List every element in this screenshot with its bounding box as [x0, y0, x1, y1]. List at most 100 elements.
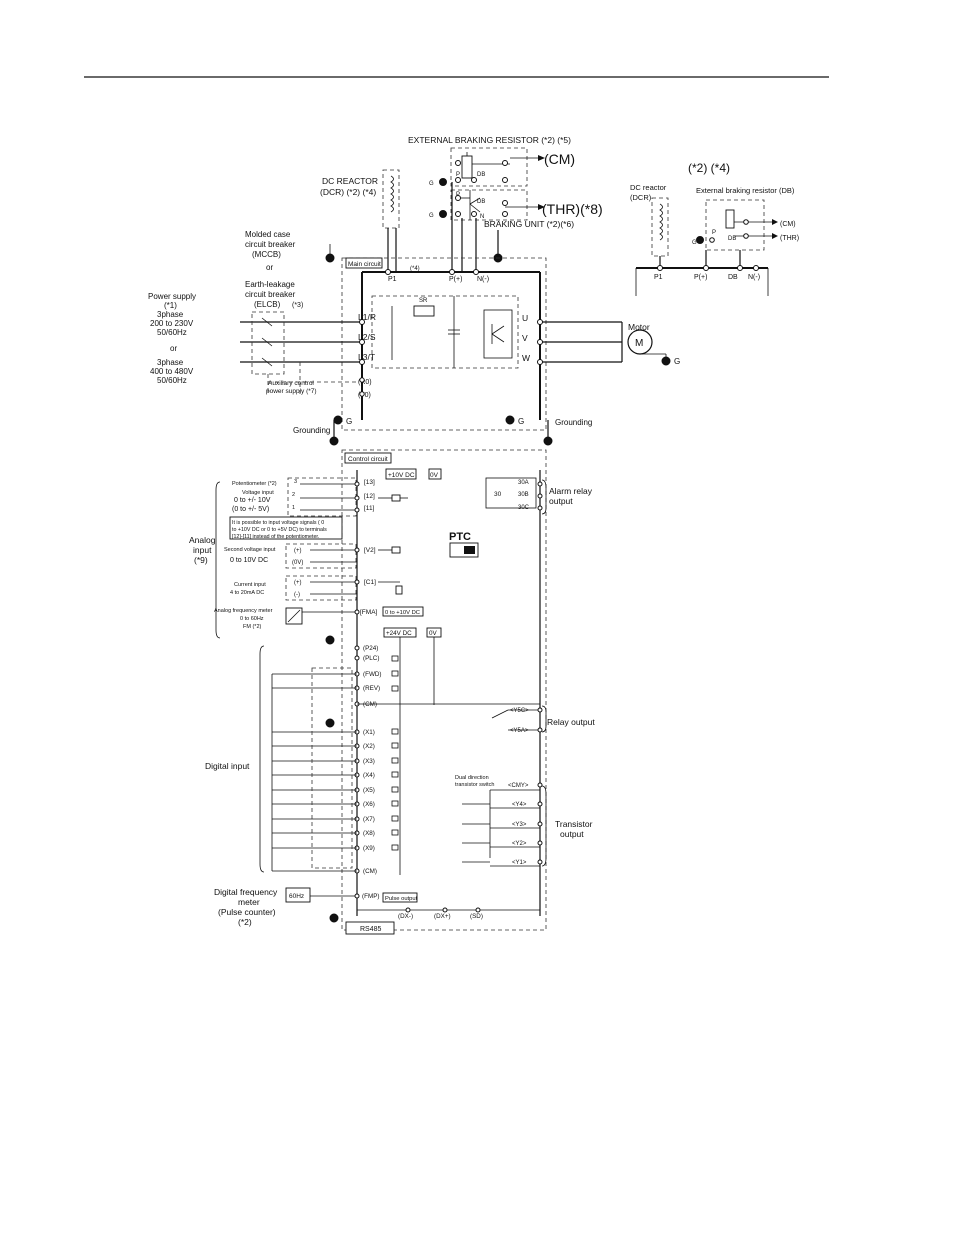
- db-label-top2: DB: [477, 199, 485, 205]
- breaker-l1: Molded case: [245, 230, 291, 239]
- t11-label: [11]: [364, 505, 375, 512]
- p-label-top1: P: [456, 172, 460, 178]
- motor-g: G: [674, 357, 680, 366]
- inset-note: (*2) (*4): [688, 161, 730, 175]
- dfm-1: Digital frequency: [214, 887, 278, 897]
- ground-symbol: [325, 718, 335, 728]
- main-circuit-label: Main circuit: [348, 261, 381, 268]
- dxp-label: (DX+): [434, 913, 451, 920]
- x1-label: (X1): [363, 729, 375, 736]
- dxm-label: (DX-): [398, 913, 413, 920]
- trans-label-1: Transistor: [555, 819, 593, 829]
- note-l1: It is possible to input voltage signals …: [232, 520, 324, 526]
- power-l1: Power supply: [148, 292, 196, 301]
- dfm-4: (*2): [238, 917, 252, 927]
- power-l3: 3phase: [157, 310, 184, 319]
- u-label: U: [522, 313, 528, 323]
- x9-label: (X9): [363, 845, 375, 852]
- v2-label: [V2]: [364, 547, 376, 554]
- inset-thr: (THR): [780, 235, 799, 242]
- ground-symbol: [439, 210, 447, 218]
- vin-label-1: Voltage input: [242, 490, 274, 496]
- y3-label: <Y3>: [512, 822, 527, 828]
- inset-cm: (CM): [780, 221, 796, 228]
- inset-db: DB: [728, 274, 738, 281]
- power-l8: 50/60Hz: [157, 376, 187, 385]
- rs485-group: (DX-) (DX+) (SD) RS485: [345, 907, 540, 935]
- hz60-label: 60Hz: [289, 893, 304, 900]
- aux-label-2: power supply (*7): [266, 388, 317, 395]
- inset-dcr-db-group: (*2) (*4) DC reactor (DCR) External brak…: [630, 161, 799, 296]
- alarm-label-2: output: [549, 496, 573, 506]
- y5c-label: <Y5C>: [510, 708, 529, 714]
- t13-label: [13]: [364, 479, 375, 486]
- vin-label-2: 0 to +/- 10V: [234, 497, 271, 504]
- cmy-label: <CMY>: [508, 783, 529, 789]
- fmp-label: (FMP): [362, 893, 380, 900]
- main-circuit-group: Main circuit (*4) P1 P(+) N(-) SR L1/R L…: [240, 244, 680, 446]
- ground-symbol: [505, 415, 515, 425]
- cm-label-top: (CM): [544, 151, 575, 167]
- ground-symbol: [325, 635, 335, 645]
- dc-reactor-group: DC REACTOR (DCR) (*2) (*4): [320, 169, 400, 272]
- plus24-label: +24V DC: [386, 630, 412, 637]
- p24-label: (P24): [363, 645, 378, 652]
- cm1-label: (CM): [363, 701, 377, 708]
- dc-reactor-label-1: DC REACTOR: [322, 176, 378, 186]
- control-circuit-label: Control circuit: [348, 456, 388, 463]
- inset-ext-resistor: External braking resistor (DB): [696, 186, 795, 195]
- dc-reactor-label-2: (DCR) (*2) (*4): [320, 187, 376, 197]
- ground-symbol: [696, 236, 704, 244]
- w-label: W: [522, 353, 530, 363]
- inset-pplus: P(+): [694, 274, 707, 281]
- ext-braking-resistor-label: EXTERNAL BRAKING RESISTOR (*2) (*5): [408, 135, 571, 145]
- db-label-top: DB: [477, 172, 485, 178]
- nminus-label: N(-): [477, 276, 489, 283]
- power-l7: 400 to 480V: [150, 367, 194, 376]
- control-circuit-group: Control circuit +10V DC 0V Potentiometer…: [189, 449, 595, 935]
- rs485-label: RS485: [360, 926, 382, 933]
- power-labels: Power supply (*1) 3phase 200 to 230V 50/…: [148, 292, 196, 385]
- p1-label: P1: [388, 276, 397, 283]
- braking-unit-label: BRAKING UNIT (*2)(*6): [484, 219, 574, 229]
- x6-label: (X6): [363, 801, 375, 808]
- trans-label-2: output: [560, 829, 584, 839]
- breaker-l3: (MCCB): [252, 250, 281, 259]
- ground-symbol: [325, 253, 335, 263]
- cm2-label: (CM): [363, 868, 377, 875]
- dual-2: transistor switch: [455, 782, 494, 788]
- zerov-label: 0V: [430, 472, 439, 479]
- x3-label: (X3): [363, 758, 375, 765]
- x7-label: (X7): [363, 816, 375, 823]
- second-v-2: 0 to 10V DC: [230, 557, 268, 564]
- dfm-2: meter: [238, 897, 260, 907]
- t0-label: (T0): [358, 392, 371, 399]
- zerov2-label: 0V: [429, 630, 438, 637]
- breaker-l5: circuit breaker: [245, 290, 296, 299]
- analog-inputs: Potentiometer (*2) Voltage input 0 to +/…: [189, 477, 424, 645]
- digital-freq-meter-group: 60Hz (FMP) Pulse output Digital frequenc…: [214, 887, 418, 927]
- g-label-top2: G: [429, 213, 434, 219]
- x2-label: (X2): [363, 743, 375, 750]
- alarm-30a: 30A: [518, 480, 529, 486]
- transistor-output-group: Dual direction transistor switch <CMY> <…: [455, 775, 593, 867]
- vin-label-3: (0 to +/- 5V): [232, 506, 269, 513]
- x4-label: (X4): [363, 772, 375, 779]
- power-l5: 50/60Hz: [157, 328, 187, 337]
- afm-2: 0 to 60Hz: [240, 616, 264, 622]
- ptc-label: PTC: [449, 531, 471, 543]
- g-left: G: [346, 417, 352, 426]
- ground-symbol: [329, 913, 339, 923]
- grounding-left: Grounding: [293, 426, 330, 435]
- inset-p-small: P: [712, 230, 716, 236]
- alarm-relay-group: 30A 30B 30C 30 Alarm relay output: [485, 477, 593, 515]
- inset-dc-reactor-2: (DCR): [630, 193, 652, 202]
- g-label-top1: G: [429, 181, 434, 187]
- sr-label: SR: [419, 298, 428, 304]
- plus10v-label: +10V DC: [388, 472, 415, 479]
- ground-symbol: [333, 415, 343, 425]
- current-2: 4 to 20mA DC: [230, 590, 264, 596]
- motor-m: M: [635, 338, 643, 349]
- power-l2: (*1): [164, 301, 177, 310]
